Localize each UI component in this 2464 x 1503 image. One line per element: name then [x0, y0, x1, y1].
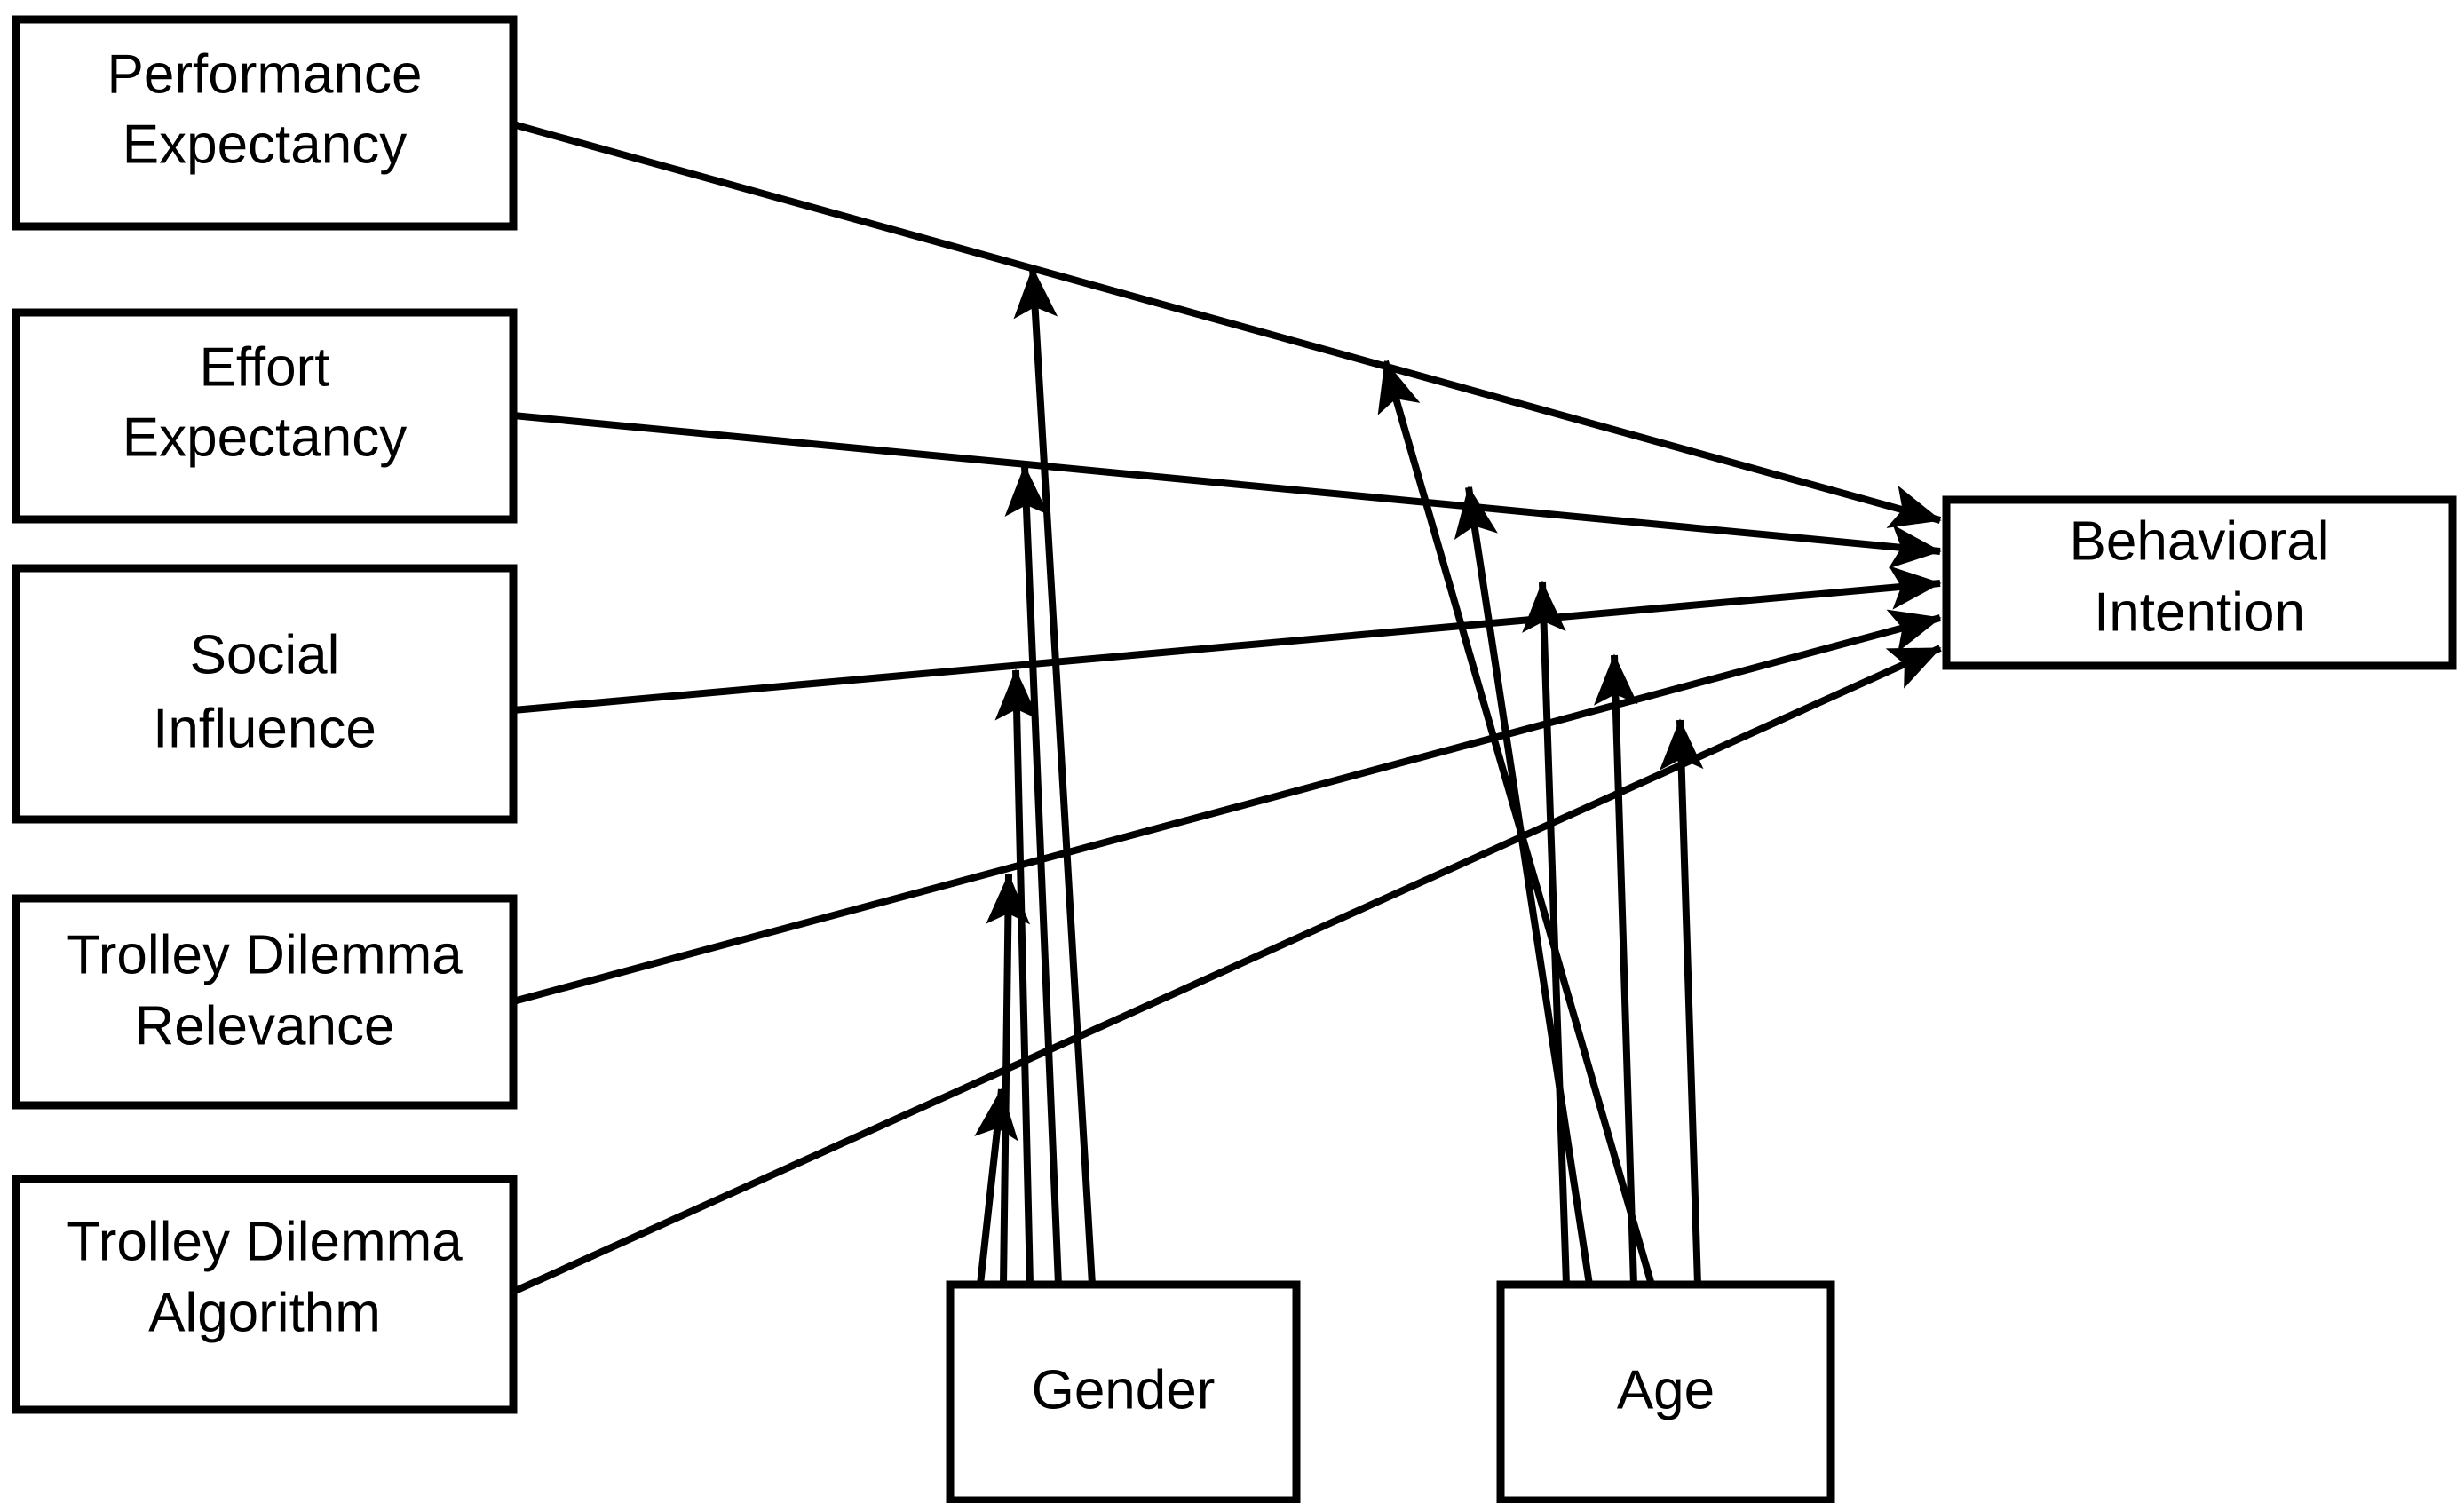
node-age-label: Age	[1617, 1359, 1715, 1420]
gender-moderation-edges	[974, 266, 1096, 1285]
edge-effort-expectancy-to-behavioral-intention	[512, 412, 1942, 569]
node-behavioral-intention-box[interactable]	[1942, 495, 2457, 670]
node-trolley-dilemma-relevance-box[interactable]	[12, 894, 518, 1110]
node-behavioral-intention-label-line2: Intention	[2094, 581, 2305, 643]
edge-performance-expectancy-to-behavioral-intention	[511, 121, 1942, 528]
edge-gender-moderates-trolley-dilemma-algorithm	[974, 1088, 1018, 1285]
node-performance-expectancy-label-line1: Performance	[107, 44, 423, 105]
node-gender-label: Gender	[1032, 1359, 1216, 1420]
node-gender[interactable]: Gender	[946, 1280, 1301, 1503]
node-social-influence-label-line1: Social	[190, 624, 340, 685]
node-effort-expectancy-label-line2: Expectancy	[123, 407, 408, 468]
node-behavioral-intention[interactable]: Behavioral Intention	[1942, 495, 2457, 670]
node-effort-expectancy-label-line1: Effort	[199, 336, 329, 398]
node-social-influence[interactable]: Social Influence	[12, 564, 518, 824]
node-trolley-dilemma-algorithm-label-line2: Algorithm	[148, 1282, 381, 1343]
node-performance-expectancy-box[interactable]	[12, 15, 518, 231]
edge-age-moderates-trolley-dilemma-algorithm	[1659, 718, 1704, 1285]
node-performance-expectancy[interactable]: Performance Expectancy	[12, 15, 518, 231]
edge-gender-moderates-effort-expectancy	[1004, 464, 1062, 1285]
node-gender-box[interactable]	[946, 1280, 1301, 1503]
edge-age-moderates-trolley-dilemma-relevance	[1593, 653, 1638, 1285]
node-trolley-dilemma-relevance-label-line1: Trolley Dilemma	[67, 924, 463, 985]
edge-trolley-dilemma-relevance-to-behavioral-intention	[511, 609, 1942, 1005]
node-age-box[interactable]	[1496, 1280, 1835, 1503]
node-trolley-dilemma-relevance-label-line2: Relevance	[135, 995, 395, 1056]
node-behavioral-intention-label-line1: Behavioral	[2070, 510, 2330, 572]
edge-social-influence-to-behavioral-intention	[512, 566, 1942, 714]
node-age[interactable]: Age	[1496, 1280, 1835, 1503]
edge-gender-moderates-trolley-dilemma-relevance	[986, 873, 1031, 1285]
node-effort-expectancy-box[interactable]	[12, 308, 518, 524]
edge-age-moderates-effort-expectancy	[1454, 486, 1593, 1285]
edge-gender-moderates-social-influence	[994, 668, 1040, 1285]
age-moderation-edges	[1377, 360, 1704, 1286]
node-performance-expectancy-label-line2: Expectancy	[123, 114, 408, 175]
node-trolley-dilemma-relevance[interactable]: Trolley Dilemma Relevance	[12, 894, 518, 1110]
node-social-influence-label-line2: Influence	[153, 698, 376, 759]
node-trolley-dilemma-algorithm-box[interactable]	[12, 1175, 518, 1414]
node-social-influence-box[interactable]	[12, 564, 518, 824]
node-trolley-dilemma-algorithm[interactable]: Trolley Dilemma Algorithm	[12, 1175, 518, 1414]
node-effort-expectancy[interactable]: Effort Expectancy	[12, 308, 518, 524]
node-trolley-dilemma-algorithm-label-line1: Trolley Dilemma	[67, 1211, 463, 1272]
edge-age-moderates-social-influence	[1522, 581, 1570, 1285]
edge-gender-moderates-performance-expectancy	[1013, 266, 1096, 1285]
